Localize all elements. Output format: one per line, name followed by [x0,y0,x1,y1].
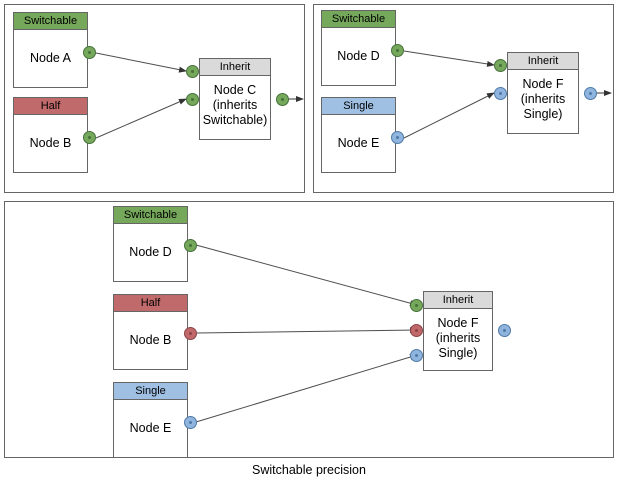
node-f2-header: Inherit [424,292,492,309]
port-node-d-out[interactable] [391,44,404,57]
port-node-b-out[interactable] [83,131,96,144]
node-f2-line1: Node F [437,316,479,330]
port-node-c-out[interactable] [276,93,289,106]
node-d2-header: Switchable [114,207,187,224]
node-f-line1: Node F [522,77,564,91]
port-node-f2-in-2[interactable] [410,324,423,337]
diagram-caption: Switchable precision [252,463,366,477]
node-f-body: Node F (inherits Single) [508,70,578,133]
node-d2-body: Node D [129,245,172,259]
node-c-body: Node C (inherits Switchable) [200,76,270,139]
port-node-f-in-2[interactable] [494,87,507,100]
node-c-line3: Switchable) [202,113,268,127]
node-d-body: Node D [337,49,380,63]
node-f[interactable]: Inherit Node F (inherits Single) [507,52,579,134]
node-d-header: Switchable [322,11,395,28]
node-f2-line3: Single) [438,346,478,360]
node-c-header: Inherit [200,59,270,76]
port-node-f-in-1[interactable] [494,59,507,72]
port-node-a-out[interactable] [83,46,96,59]
node-f2-body: Node F (inherits Single) [424,309,492,370]
node-d[interactable]: Switchable Node D [321,10,396,86]
node-f-header: Inherit [508,53,578,70]
node-e[interactable]: Single Node E [321,97,396,173]
node-e2[interactable]: Single Node E [113,382,188,458]
port-node-f2-in-3[interactable] [410,349,423,362]
node-f2-line2: (inherits [435,331,481,345]
node-b2-header: Half [114,295,187,312]
port-node-f2-out[interactable] [498,324,511,337]
port-node-b2-out[interactable] [184,327,197,340]
node-f2[interactable]: Inherit Node F (inherits Single) [423,291,493,371]
node-c[interactable]: Inherit Node C (inherits Switchable) [199,58,271,140]
node-b2-body: Node B [129,333,172,347]
node-a[interactable]: Switchable Node A [13,12,88,88]
node-e2-header: Single [114,383,187,400]
node-b2[interactable]: Half Node B [113,294,188,370]
node-f-line3: Single) [523,107,563,121]
port-node-f-out[interactable] [584,87,597,100]
node-b-body: Node B [29,136,72,150]
node-c-line1: Node C [213,83,257,97]
port-node-f2-in-1[interactable] [410,299,423,312]
node-a-body: Node A [29,51,71,65]
port-node-e-out[interactable] [391,131,404,144]
node-e2-body: Node E [129,421,172,435]
node-e-body: Node E [337,136,380,150]
node-b-header: Half [14,98,87,115]
port-node-c-in-2[interactable] [186,93,199,106]
port-node-d2-out[interactable] [184,239,197,252]
panel-bottom [4,201,614,458]
node-a-header: Switchable [14,13,87,30]
node-d2[interactable]: Switchable Node D [113,206,188,282]
node-f-line2: (inherits [520,92,566,106]
port-node-e2-out[interactable] [184,416,197,429]
node-c-line2: (inherits [212,98,258,112]
node-b[interactable]: Half Node B [13,97,88,173]
port-node-c-in-1[interactable] [186,65,199,78]
node-e-header: Single [322,98,395,115]
